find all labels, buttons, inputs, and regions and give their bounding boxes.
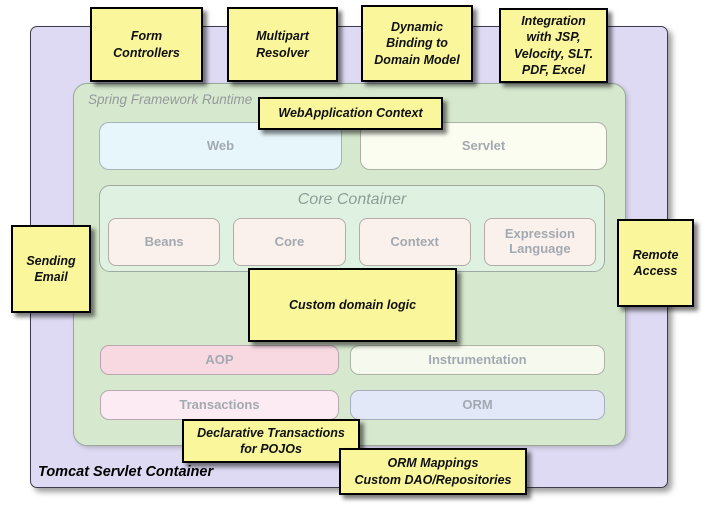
module-context-label: Context [390,233,439,249]
sticky-note-dynamic-binding-text: Dynamic Binding to Domain Model [374,20,460,67]
sticky-note-form-controllers: Form Controllers [90,7,203,82]
module-instrumentation: Instrumentation [350,345,605,375]
sticky-note-remote-access: Remote Access [617,219,694,307]
sticky-note-declarative-transactions-text: Declarative Transactions for POJOs [197,425,345,456]
sticky-note-integration: Integration with JSP, Velocity, SLT. PDF… [499,8,608,83]
tomcat-container-label: Tomcat Servlet Container [38,464,214,480]
sticky-note-sending-email: Sending Email [11,225,91,313]
module-orm-label: ORM [462,396,493,412]
core-container-modules: Beans Core Context Expression Language [108,218,596,266]
sticky-note-form-controllers-text: Form Controllers [113,29,180,60]
sticky-note-webapplication-context: WebApplication Context [258,97,443,130]
module-transactions-label: Transactions [179,396,260,412]
sticky-note-integration-text: Integration with JSP, Velocity, SLT. PDF… [513,14,594,77]
sticky-note-webapplication-context-text: WebApplication Context [278,106,423,121]
module-core: Core [233,218,346,266]
sticky-note-sending-email-text: Sending Email [26,253,76,284]
module-instrumentation-label: Instrumentation [428,351,527,367]
module-expression-language: Expression Language [483,218,596,266]
module-beans: Beans [108,218,221,266]
module-core-label: Core [274,233,305,249]
sticky-note-remote-access-text: Remote Access [632,247,679,278]
module-beans-label: Beans [144,233,184,249]
module-transactions: Transactions [100,390,339,420]
module-web-label: Web [206,137,235,153]
module-web: Web [99,122,342,170]
core-container-label: Core Container [297,191,407,208]
module-orm: ORM [350,390,605,420]
sticky-note-dynamic-binding: Dynamic Binding to Domain Model [361,5,473,82]
module-aop-label: AOP [205,351,234,367]
sticky-note-custom-domain-logic: Custom domain logic [248,268,457,342]
spring-framework-runtime-container: Spring Framework Runtime Web Servlet Cor… [73,83,626,446]
module-servlet-label: Servlet [461,137,506,153]
sticky-note-custom-domain-logic-text: Custom domain logic [288,297,417,312]
core-container-section: Core Container Beans Core Context Expres… [99,185,605,272]
module-servlet: Servlet [360,122,607,170]
sticky-note-multipart-resolver-text: Multipart Resolver [256,29,309,60]
module-expression-language-label: Expression Language [504,226,575,256]
spring-runtime-label: Spring Framework Runtime [88,92,253,107]
sticky-note-orm-mappings-text: ORM Mappings Custom DAO/Repositories [354,456,512,487]
sticky-note-orm-mappings: ORM Mappings Custom DAO/Repositories [339,448,527,495]
module-context: Context [358,218,471,266]
sticky-note-declarative-transactions: Declarative Transactions for POJOs [182,419,360,463]
module-aop: AOP [100,345,339,375]
sticky-note-multipart-resolver: Multipart Resolver [227,7,338,82]
